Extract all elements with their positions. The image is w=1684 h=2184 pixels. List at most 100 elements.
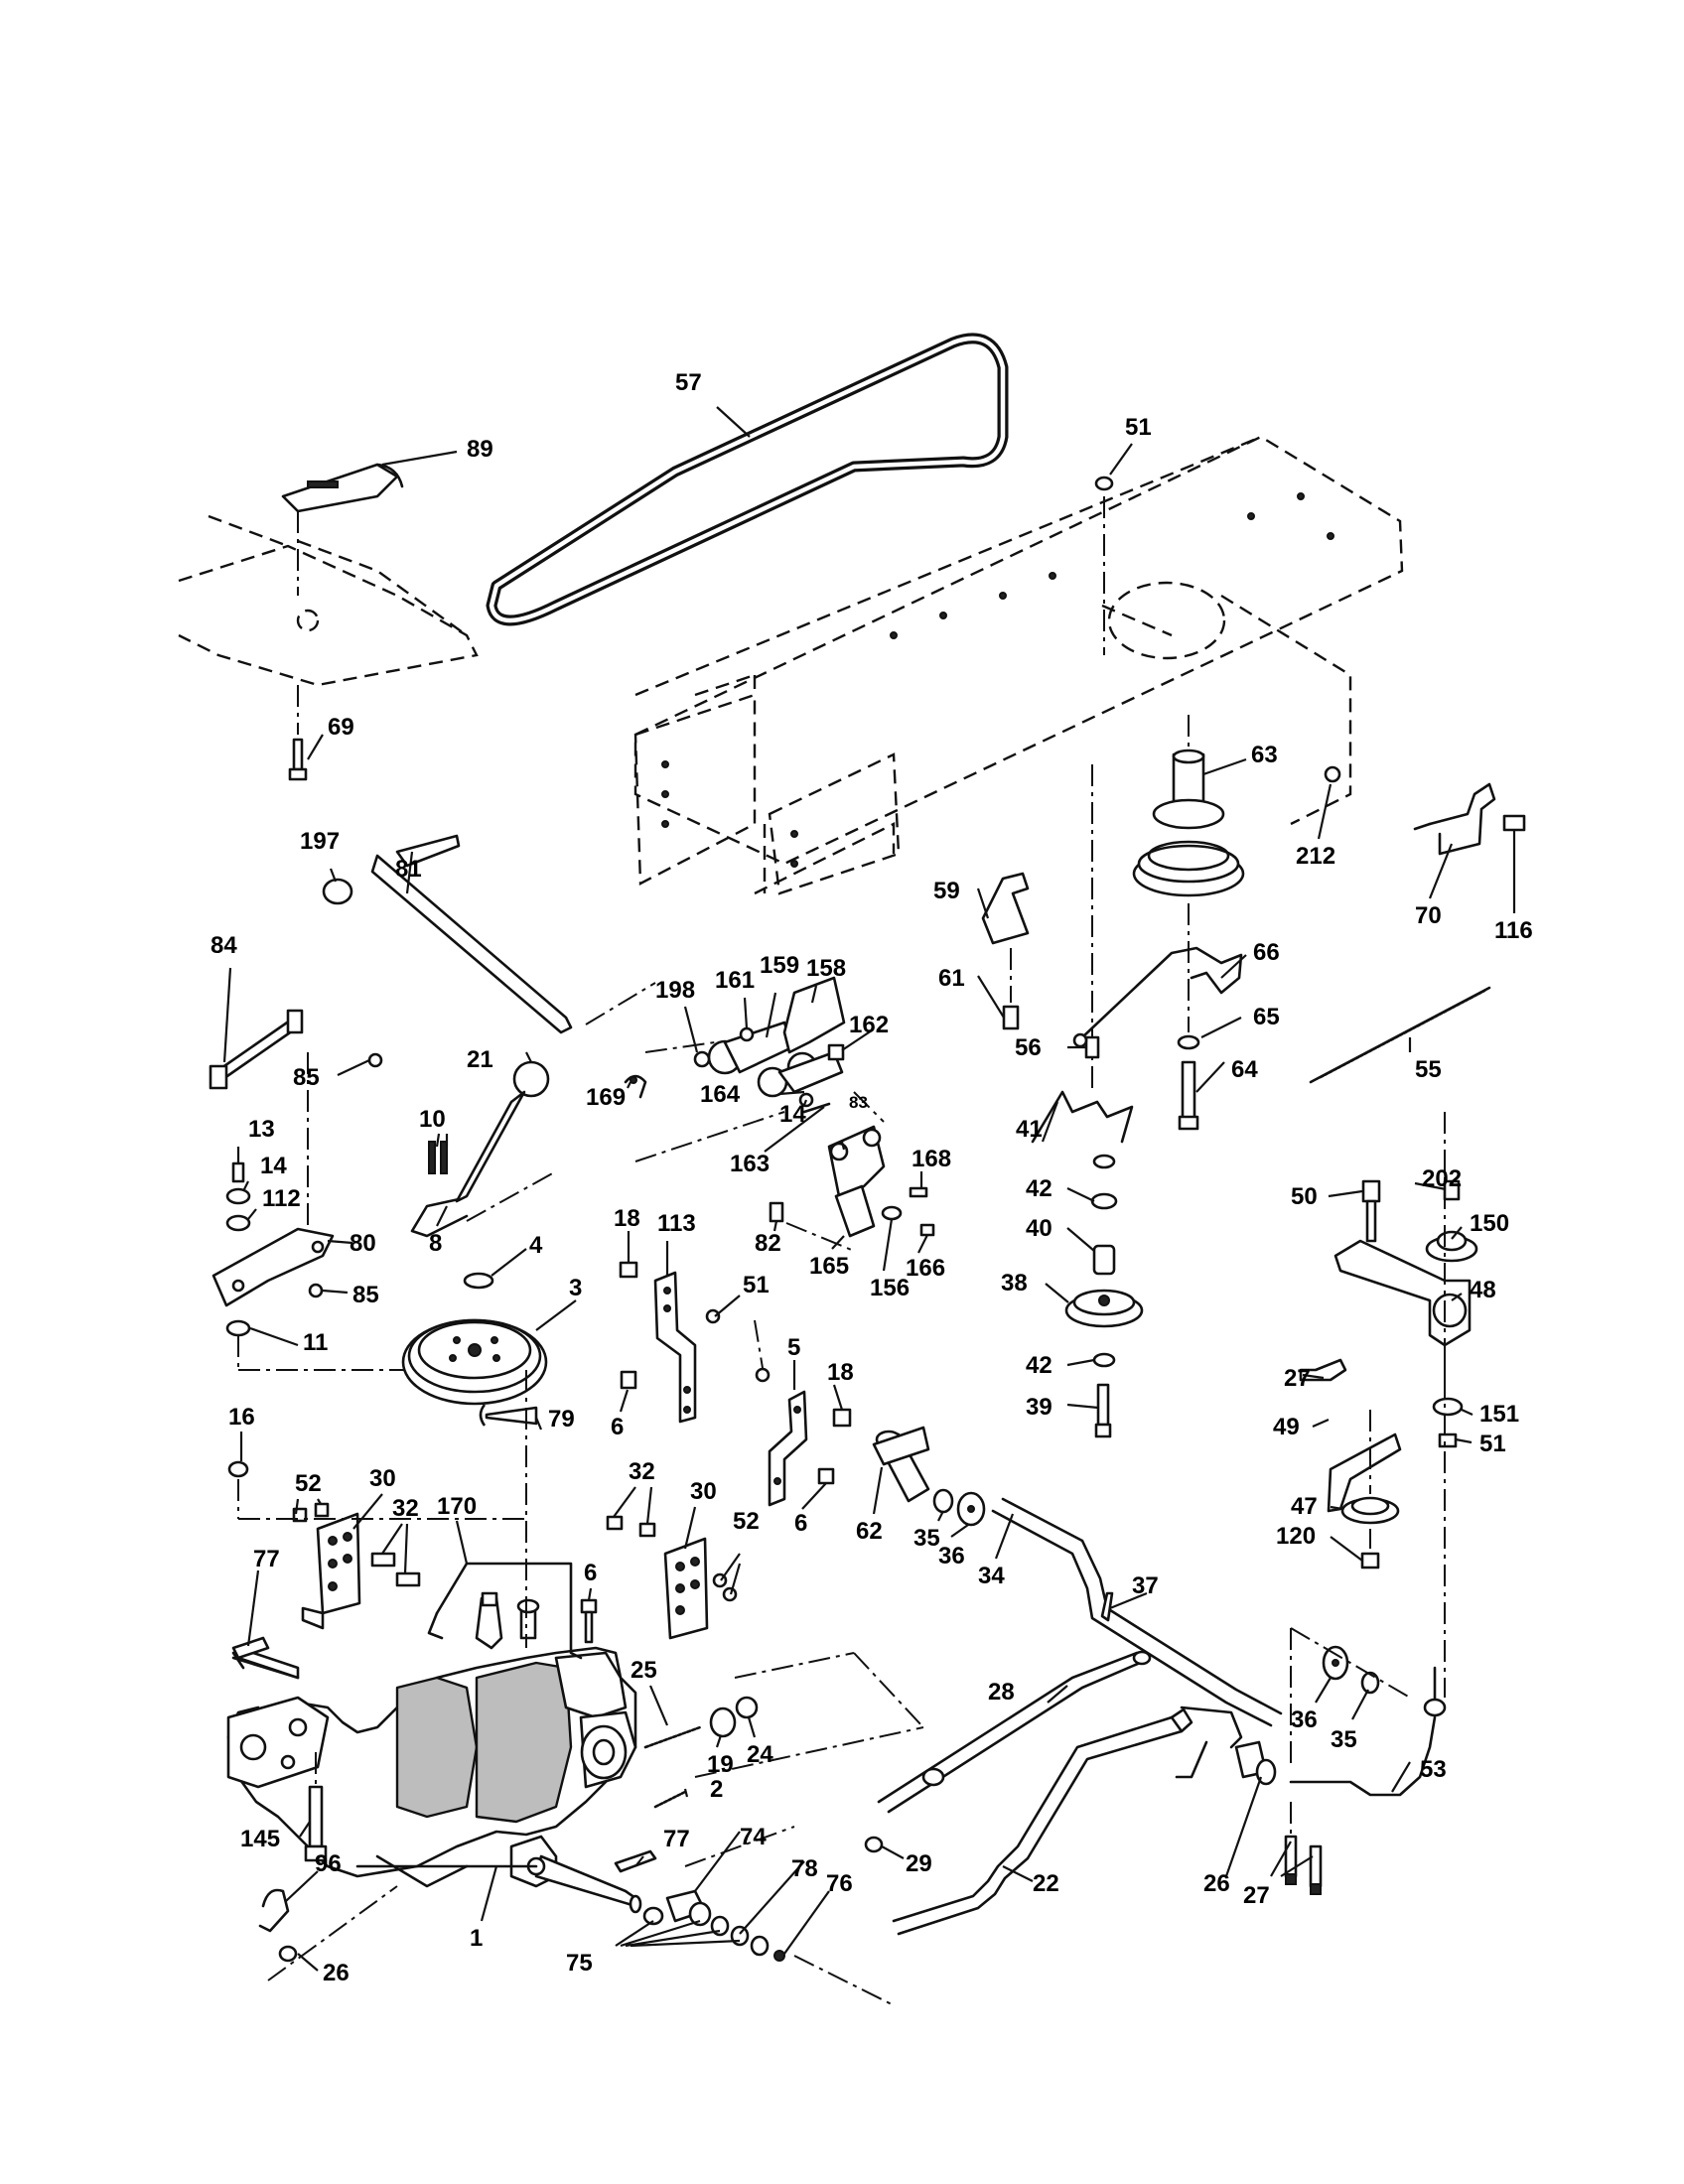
part-5-bracket bbox=[754, 1319, 852, 1507]
part-80-bracket bbox=[211, 1161, 526, 1371]
part-29-pin bbox=[864, 1836, 884, 1853]
part-26-washer-right bbox=[1234, 1740, 1323, 1895]
callout-30: 30 bbox=[369, 1465, 396, 1492]
callout-48: 48 bbox=[1470, 1277, 1496, 1303]
part-38-idler-stack bbox=[1031, 476, 1144, 1438]
callout-197: 197 bbox=[300, 828, 340, 855]
callout-75: 75 bbox=[566, 1950, 593, 1977]
part-3-pulley bbox=[401, 1272, 548, 1427]
callout-163: 163 bbox=[730, 1151, 770, 1177]
callout-36: 36 bbox=[938, 1543, 965, 1570]
callout-8: 8 bbox=[429, 1230, 442, 1257]
callout-150: 150 bbox=[1470, 1210, 1509, 1237]
callout-77: 77 bbox=[253, 1546, 280, 1572]
callout-25: 25 bbox=[631, 1657, 657, 1684]
callout-198: 198 bbox=[655, 977, 695, 1004]
callout-76: 76 bbox=[826, 1870, 853, 1897]
callout-34: 34 bbox=[978, 1563, 1005, 1589]
callout-52: 52 bbox=[295, 1470, 322, 1497]
leader-lines bbox=[222, 406, 1516, 1972]
callout-81: 81 bbox=[395, 856, 422, 883]
part-169-clip bbox=[624, 1074, 647, 1099]
callout-39: 39 bbox=[1026, 1394, 1052, 1421]
callout-83: 83 bbox=[849, 1093, 868, 1112]
callout-69: 69 bbox=[328, 714, 354, 741]
callout-120: 120 bbox=[1276, 1523, 1316, 1550]
callout-166: 166 bbox=[906, 1255, 945, 1282]
part-89-plate bbox=[281, 463, 404, 596]
callout-14: 14 bbox=[260, 1153, 287, 1179]
callout-51: 51 bbox=[743, 1272, 770, 1298]
callout-159: 159 bbox=[760, 952, 799, 979]
callout-202: 202 bbox=[1422, 1165, 1462, 1192]
callout-19: 19 bbox=[707, 1751, 734, 1778]
callout-165: 165 bbox=[809, 1253, 849, 1280]
callout-169: 169 bbox=[586, 1084, 626, 1111]
callout-85: 85 bbox=[293, 1064, 320, 1091]
callout-89: 89 bbox=[467, 436, 493, 463]
callout-96: 96 bbox=[315, 1850, 342, 1877]
callout-1: 1 bbox=[470, 1925, 483, 1952]
callout-116: 116 bbox=[1494, 917, 1533, 944]
callout-10: 10 bbox=[419, 1106, 446, 1133]
callout-38: 38 bbox=[1001, 1270, 1028, 1297]
callout-47: 47 bbox=[1291, 1493, 1318, 1520]
callout-61: 61 bbox=[938, 965, 965, 992]
callout-55: 55 bbox=[1415, 1056, 1442, 1083]
callout-5: 5 bbox=[787, 1334, 800, 1361]
callout-79: 79 bbox=[548, 1406, 575, 1433]
part-81-shaft bbox=[322, 834, 656, 1034]
callout-36: 36 bbox=[1291, 1706, 1318, 1733]
part-66-rod bbox=[1072, 946, 1243, 1048]
callout-32: 32 bbox=[629, 1458, 655, 1485]
part-84-rod bbox=[209, 1009, 383, 1251]
callout-29: 29 bbox=[906, 1850, 932, 1877]
callout-22: 22 bbox=[1033, 1870, 1059, 1897]
callout-28: 28 bbox=[988, 1679, 1015, 1706]
callout-151: 151 bbox=[1479, 1401, 1519, 1428]
callout-labels: 57 89 51 69 197 81 84 85 21 10 8 13 14 1… bbox=[210, 369, 1533, 1986]
callout-42: 42 bbox=[1026, 1175, 1052, 1202]
callout-13: 13 bbox=[248, 1116, 275, 1143]
callout-18: 18 bbox=[827, 1359, 854, 1386]
callout-26: 26 bbox=[323, 1960, 350, 1986]
part-165-bracket bbox=[769, 1125, 935, 1252]
callout-30: 30 bbox=[690, 1478, 717, 1505]
part-36-washer bbox=[1290, 1627, 1411, 1767]
callout-80: 80 bbox=[350, 1230, 376, 1257]
callout-2: 2 bbox=[710, 1776, 723, 1803]
callout-59: 59 bbox=[933, 878, 960, 904]
callout-161: 161 bbox=[715, 967, 755, 994]
callout-50: 50 bbox=[1291, 1183, 1318, 1210]
callout-27: 27 bbox=[1243, 1882, 1270, 1909]
callout-113: 113 bbox=[657, 1210, 696, 1237]
part-30-bracket-left bbox=[227, 1370, 527, 1648]
part-8-lever bbox=[410, 1060, 557, 1238]
part-53-rod bbox=[1289, 1112, 1447, 1797]
part-70-hook bbox=[1413, 782, 1526, 856]
callout-78: 78 bbox=[791, 1855, 818, 1882]
callout-35: 35 bbox=[1331, 1726, 1357, 1753]
callout-51: 51 bbox=[1125, 414, 1152, 441]
callout-65: 65 bbox=[1253, 1004, 1280, 1030]
callout-53: 53 bbox=[1420, 1756, 1447, 1783]
callout-49: 49 bbox=[1273, 1414, 1300, 1440]
callout-145: 145 bbox=[240, 1826, 280, 1852]
part-47-pulley bbox=[1327, 1410, 1402, 1570]
part-6-bolt bbox=[580, 1598, 598, 1644]
callout-64: 64 bbox=[1231, 1056, 1258, 1083]
frame-holes bbox=[661, 492, 1334, 868]
callout-77: 77 bbox=[663, 1826, 690, 1852]
callout-52: 52 bbox=[733, 1508, 760, 1535]
callout-56: 56 bbox=[1015, 1034, 1042, 1061]
part-69-bolt bbox=[288, 685, 308, 781]
part-1-transaxle bbox=[226, 1591, 642, 1914]
callout-63: 63 bbox=[1251, 742, 1278, 768]
part-74-bushing bbox=[642, 1826, 895, 2006]
part-159-bracket-group bbox=[634, 976, 885, 1162]
part-145-bolt bbox=[304, 1752, 328, 1862]
callout-212: 212 bbox=[1296, 843, 1335, 870]
part-62-bushing bbox=[872, 1426, 930, 1466]
callout-6: 6 bbox=[584, 1560, 597, 1586]
